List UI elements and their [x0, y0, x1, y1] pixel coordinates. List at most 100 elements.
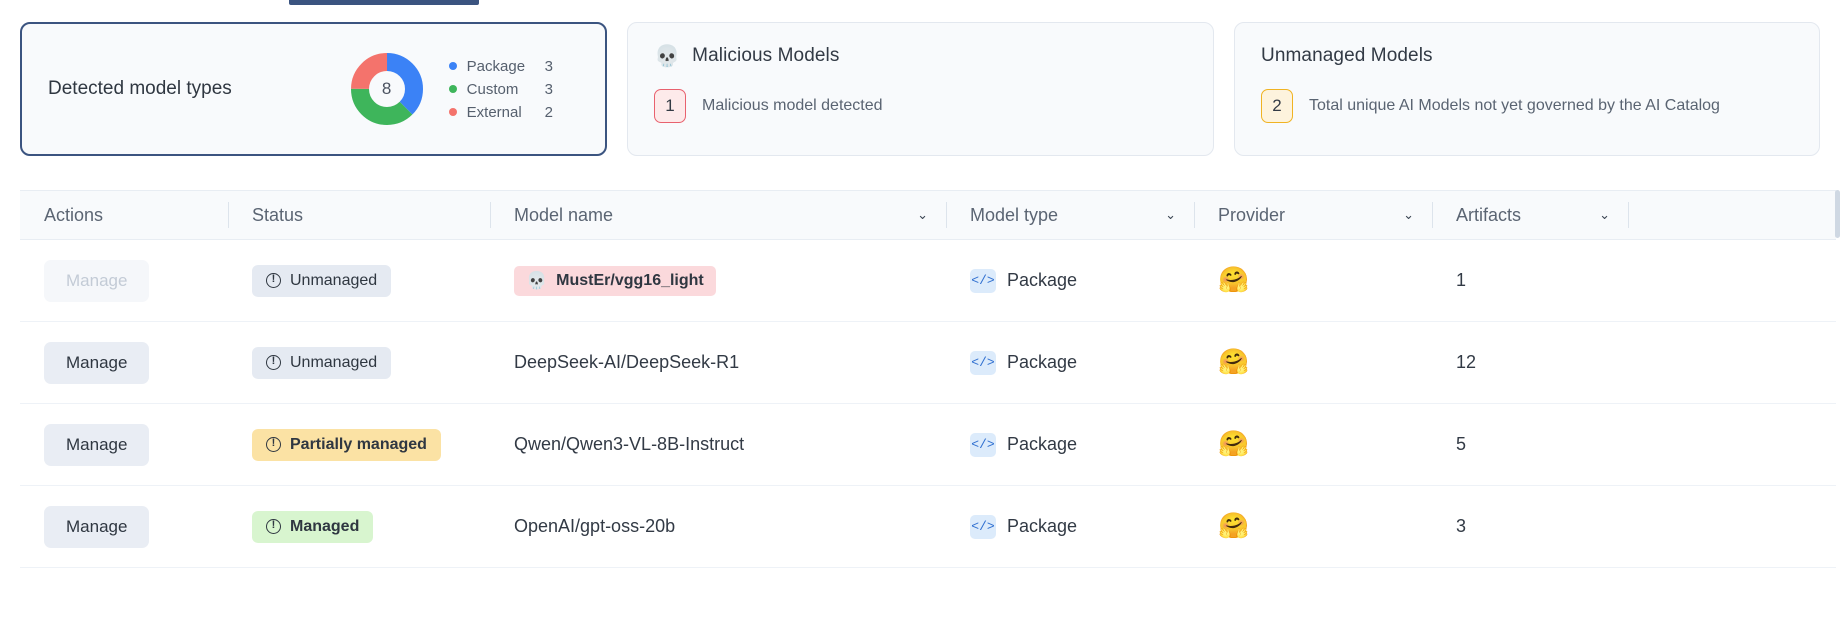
active-tab-underline[interactable]: [289, 0, 479, 5]
malicious-models-card[interactable]: 💀 Malicious Models 1 Malicious model det…: [627, 22, 1214, 156]
malicious-models-title: Malicious Models: [692, 45, 840, 66]
status-label: Unmanaged: [290, 353, 378, 371]
info-icon: [266, 436, 281, 452]
column-label-provider: Provider: [1218, 204, 1286, 225]
artifacts-count: 12: [1456, 352, 1477, 372]
table-row[interactable]: Manage Managed OpenAI/gpt-oss-20b </> Packag…: [20, 486, 1836, 568]
cell-status: Managed: [228, 486, 490, 567]
column-header-status: Status: [228, 191, 490, 239]
cell-actions: Manage: [20, 404, 228, 485]
manage-button: Manage: [44, 259, 150, 302]
models-table: Actions Status Model name ⌄ Model type ⌄…: [20, 190, 1836, 568]
status-label: Managed: [290, 517, 360, 535]
cell-artifacts: 1: [1432, 240, 1628, 321]
cell-model-name: OpenAI/gpt-oss-20b: [490, 486, 946, 567]
model-type-label: Package: [1007, 516, 1078, 536]
table-body: ManageUnmanaged💀MustEr/vgg16_light</>Pac…: [20, 240, 1836, 568]
legend-item-external: External 2: [448, 103, 553, 121]
cell-artifacts: 5: [1432, 404, 1628, 485]
column-label-status: Status: [252, 204, 304, 225]
chevron-down-icon[interactable]: ⌄: [917, 207, 928, 222]
table-row[interactable]: Manage Unmanaged 💀 MustEr/vgg16_light </> Pac…: [20, 240, 1836, 322]
unmanaged-models-card[interactable]: Unmanaged Models 2 Total unique AI Model…: [1234, 22, 1820, 156]
column-label-model-type: Model type: [970, 204, 1059, 225]
donut-svg: [350, 53, 423, 125]
artifacts-count: 1: [1456, 270, 1467, 290]
column-header-actions: Actions: [20, 191, 228, 239]
cell-actions: Manage: [20, 240, 228, 321]
cell-actions: Manage: [20, 486, 228, 567]
column-label-artifacts: Artifacts: [1456, 204, 1522, 225]
cell-status: Partially managed: [228, 404, 490, 485]
hugging-face-icon: 🤗: [1218, 430, 1250, 458]
table-row[interactable]: Manage Partially managed Qwen/Qwen3-VL-8B-…: [20, 404, 1836, 486]
cell-provider: 🤗: [1194, 240, 1432, 321]
code-icon: </>: [970, 268, 996, 293]
code-icon: </>: [970, 514, 996, 539]
column-label-actions: Actions: [44, 204, 104, 225]
malicious-model-name-badge: 💀 MustEr/vgg16_light: [514, 265, 716, 296]
unmanaged-card-header: Unmanaged Models: [1261, 45, 1793, 67]
legend-label-custom: Custom: [466, 80, 519, 98]
cell-overflow: [1628, 322, 1836, 403]
table-scrollbar[interactable]: [1835, 190, 1840, 238]
hugging-face-icon: 🤗: [1218, 348, 1250, 376]
detected-model-types-title: Detected model types: [48, 78, 232, 99]
cell-overflow: [1628, 486, 1836, 567]
column-label-model-name: Model name: [514, 204, 614, 225]
column-header-overflow: [1628, 191, 1836, 239]
artifacts-count: 3: [1456, 516, 1467, 536]
column-header-artifacts[interactable]: Artifacts ⌄: [1432, 191, 1628, 239]
manage-button[interactable]: Manage: [44, 423, 150, 466]
donut-legend: Package 3 Custom 3 External 2: [448, 58, 579, 121]
status-badge: Partially managed: [252, 428, 441, 461]
tab-strip: [0, 0, 1840, 6]
legend-dot-custom: [448, 85, 457, 93]
malicious-count-badge: 1: [654, 89, 686, 123]
cell-model-type: </>Package: [946, 322, 1194, 403]
cell-model-name: DeepSeek-AI/DeepSeek-R1: [490, 322, 946, 403]
code-icon: </>: [970, 432, 996, 457]
column-header-model-type[interactable]: Model type ⌄: [946, 191, 1194, 239]
skull-icon: 💀: [526, 271, 548, 290]
manage-button[interactable]: Manage: [44, 505, 150, 548]
status-badge: Managed: [252, 510, 374, 543]
model-type-label: Package: [1007, 270, 1078, 290]
legend-value-external: 2: [544, 103, 553, 121]
cell-provider: 🤗: [1194, 486, 1432, 567]
model-type-label: Package: [1007, 352, 1078, 372]
model-name-text: MustEr/vgg16_light: [556, 271, 704, 289]
column-header-model-name[interactable]: Model name ⌄: [490, 191, 946, 239]
cell-artifacts: 3: [1432, 486, 1628, 567]
detected-model-types-card[interactable]: Detected model types 8 Package 3: [20, 22, 607, 156]
donut-total-label: 8: [381, 79, 392, 98]
cell-provider: 🤗: [1194, 322, 1432, 403]
cell-actions: Manage: [20, 322, 228, 403]
status-label: Unmanaged: [290, 271, 378, 289]
manage-button[interactable]: Manage: [44, 341, 150, 384]
table-row[interactable]: Manage Unmanaged DeepSeek-AI/DeepSeek-R1</…: [20, 322, 1836, 404]
chevron-down-icon[interactable]: ⌄: [1403, 207, 1414, 222]
malicious-card-header: 💀 Malicious Models: [654, 45, 1187, 67]
model-name-text: Qwen/Qwen3-VL-8B-Instruct: [514, 434, 745, 454]
info-icon: [266, 518, 281, 534]
chevron-down-icon[interactable]: ⌄: [1599, 207, 1610, 222]
legend-dot-external: [448, 108, 457, 116]
hugging-face-icon: 🤗: [1218, 512, 1250, 540]
summary-cards: Detected model types 8 Package 3: [20, 22, 1820, 156]
cell-overflow: [1628, 240, 1836, 321]
status-badge: Unmanaged: [252, 264, 392, 297]
chevron-down-icon[interactable]: ⌄: [1165, 207, 1176, 222]
model-types-donut-chart: 8: [350, 53, 423, 125]
cell-overflow: [1628, 404, 1836, 485]
status-label: Partially managed: [290, 435, 427, 453]
donut-chart-area: 8 Package 3 Custom 3 Externa: [350, 53, 579, 125]
artifacts-count: 5: [1456, 434, 1467, 454]
info-icon: [266, 354, 281, 370]
malicious-description: Malicious model detected: [702, 97, 883, 114]
cell-status: Unmanaged: [228, 240, 490, 321]
cell-model-name: 💀 MustEr/vgg16_light: [490, 240, 946, 321]
legend-dot-package: [448, 62, 457, 70]
legend-item-package: Package 3: [448, 58, 553, 75]
column-header-provider[interactable]: Provider ⌄: [1194, 191, 1432, 239]
